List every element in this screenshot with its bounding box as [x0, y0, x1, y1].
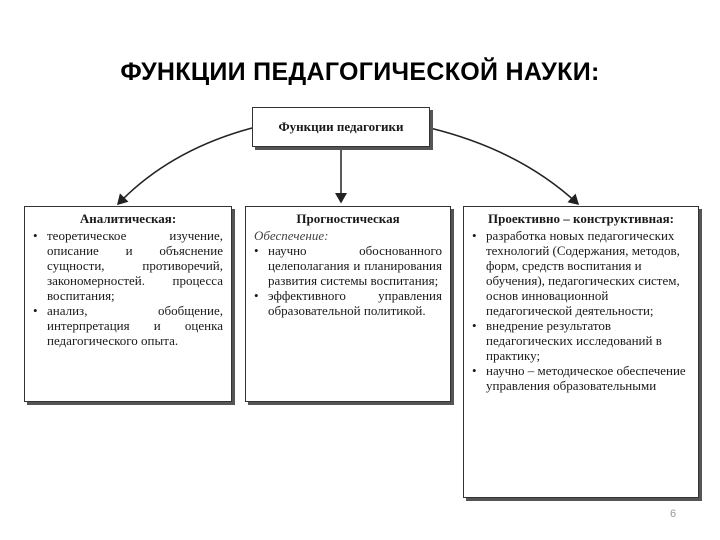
- analytical-list: теоретическое изучение, описание и объяс…: [33, 228, 223, 348]
- analytical-heading: Аналитическая:: [79, 211, 177, 226]
- projective-list: разработка новых педагогических технолог…: [472, 228, 690, 393]
- list-item: научно обоснованного целеполагания и пла…: [254, 243, 442, 288]
- list-item: научно – методическое обеспечение управл…: [472, 363, 690, 393]
- root-label: Функции педагогики: [278, 119, 404, 134]
- list-item: теоретическое изучение, описание и объяс…: [33, 228, 223, 303]
- list-item: анализ, обобщение, интерпретация и оценк…: [33, 303, 223, 348]
- list-item: внедрение результатов педагогических исс…: [472, 318, 690, 363]
- page-number: 6: [670, 508, 677, 520]
- prognostic-heading: Прогностическая: [296, 211, 400, 226]
- list-item: эффективного управления образовательной …: [254, 288, 442, 318]
- projective-heading: Проективно – конструктивная:: [488, 211, 674, 226]
- arrow-to-projective: [429, 127, 580, 206]
- projective-box: Проективно – конструктивная: разработка …: [463, 206, 699, 498]
- arrow-to-analytical: [116, 127, 253, 206]
- list-item: разработка новых педагогических технолог…: [472, 228, 690, 318]
- prognostic-list: научно обоснованного целеполагания и пла…: [254, 243, 442, 318]
- slide-title: ФУНКЦИИ ПЕДАГОГИЧЕСКОЙ НАУКИ:: [120, 58, 600, 86]
- root-box: Функции педагогики: [252, 107, 430, 147]
- prognostic-box: Прогностическая Обеспечение: научно обос…: [245, 206, 451, 402]
- prognostic-subheading: Обеспечение:: [254, 228, 329, 243]
- analytical-box: Аналитическая: теоретическое изучение, о…: [24, 206, 232, 402]
